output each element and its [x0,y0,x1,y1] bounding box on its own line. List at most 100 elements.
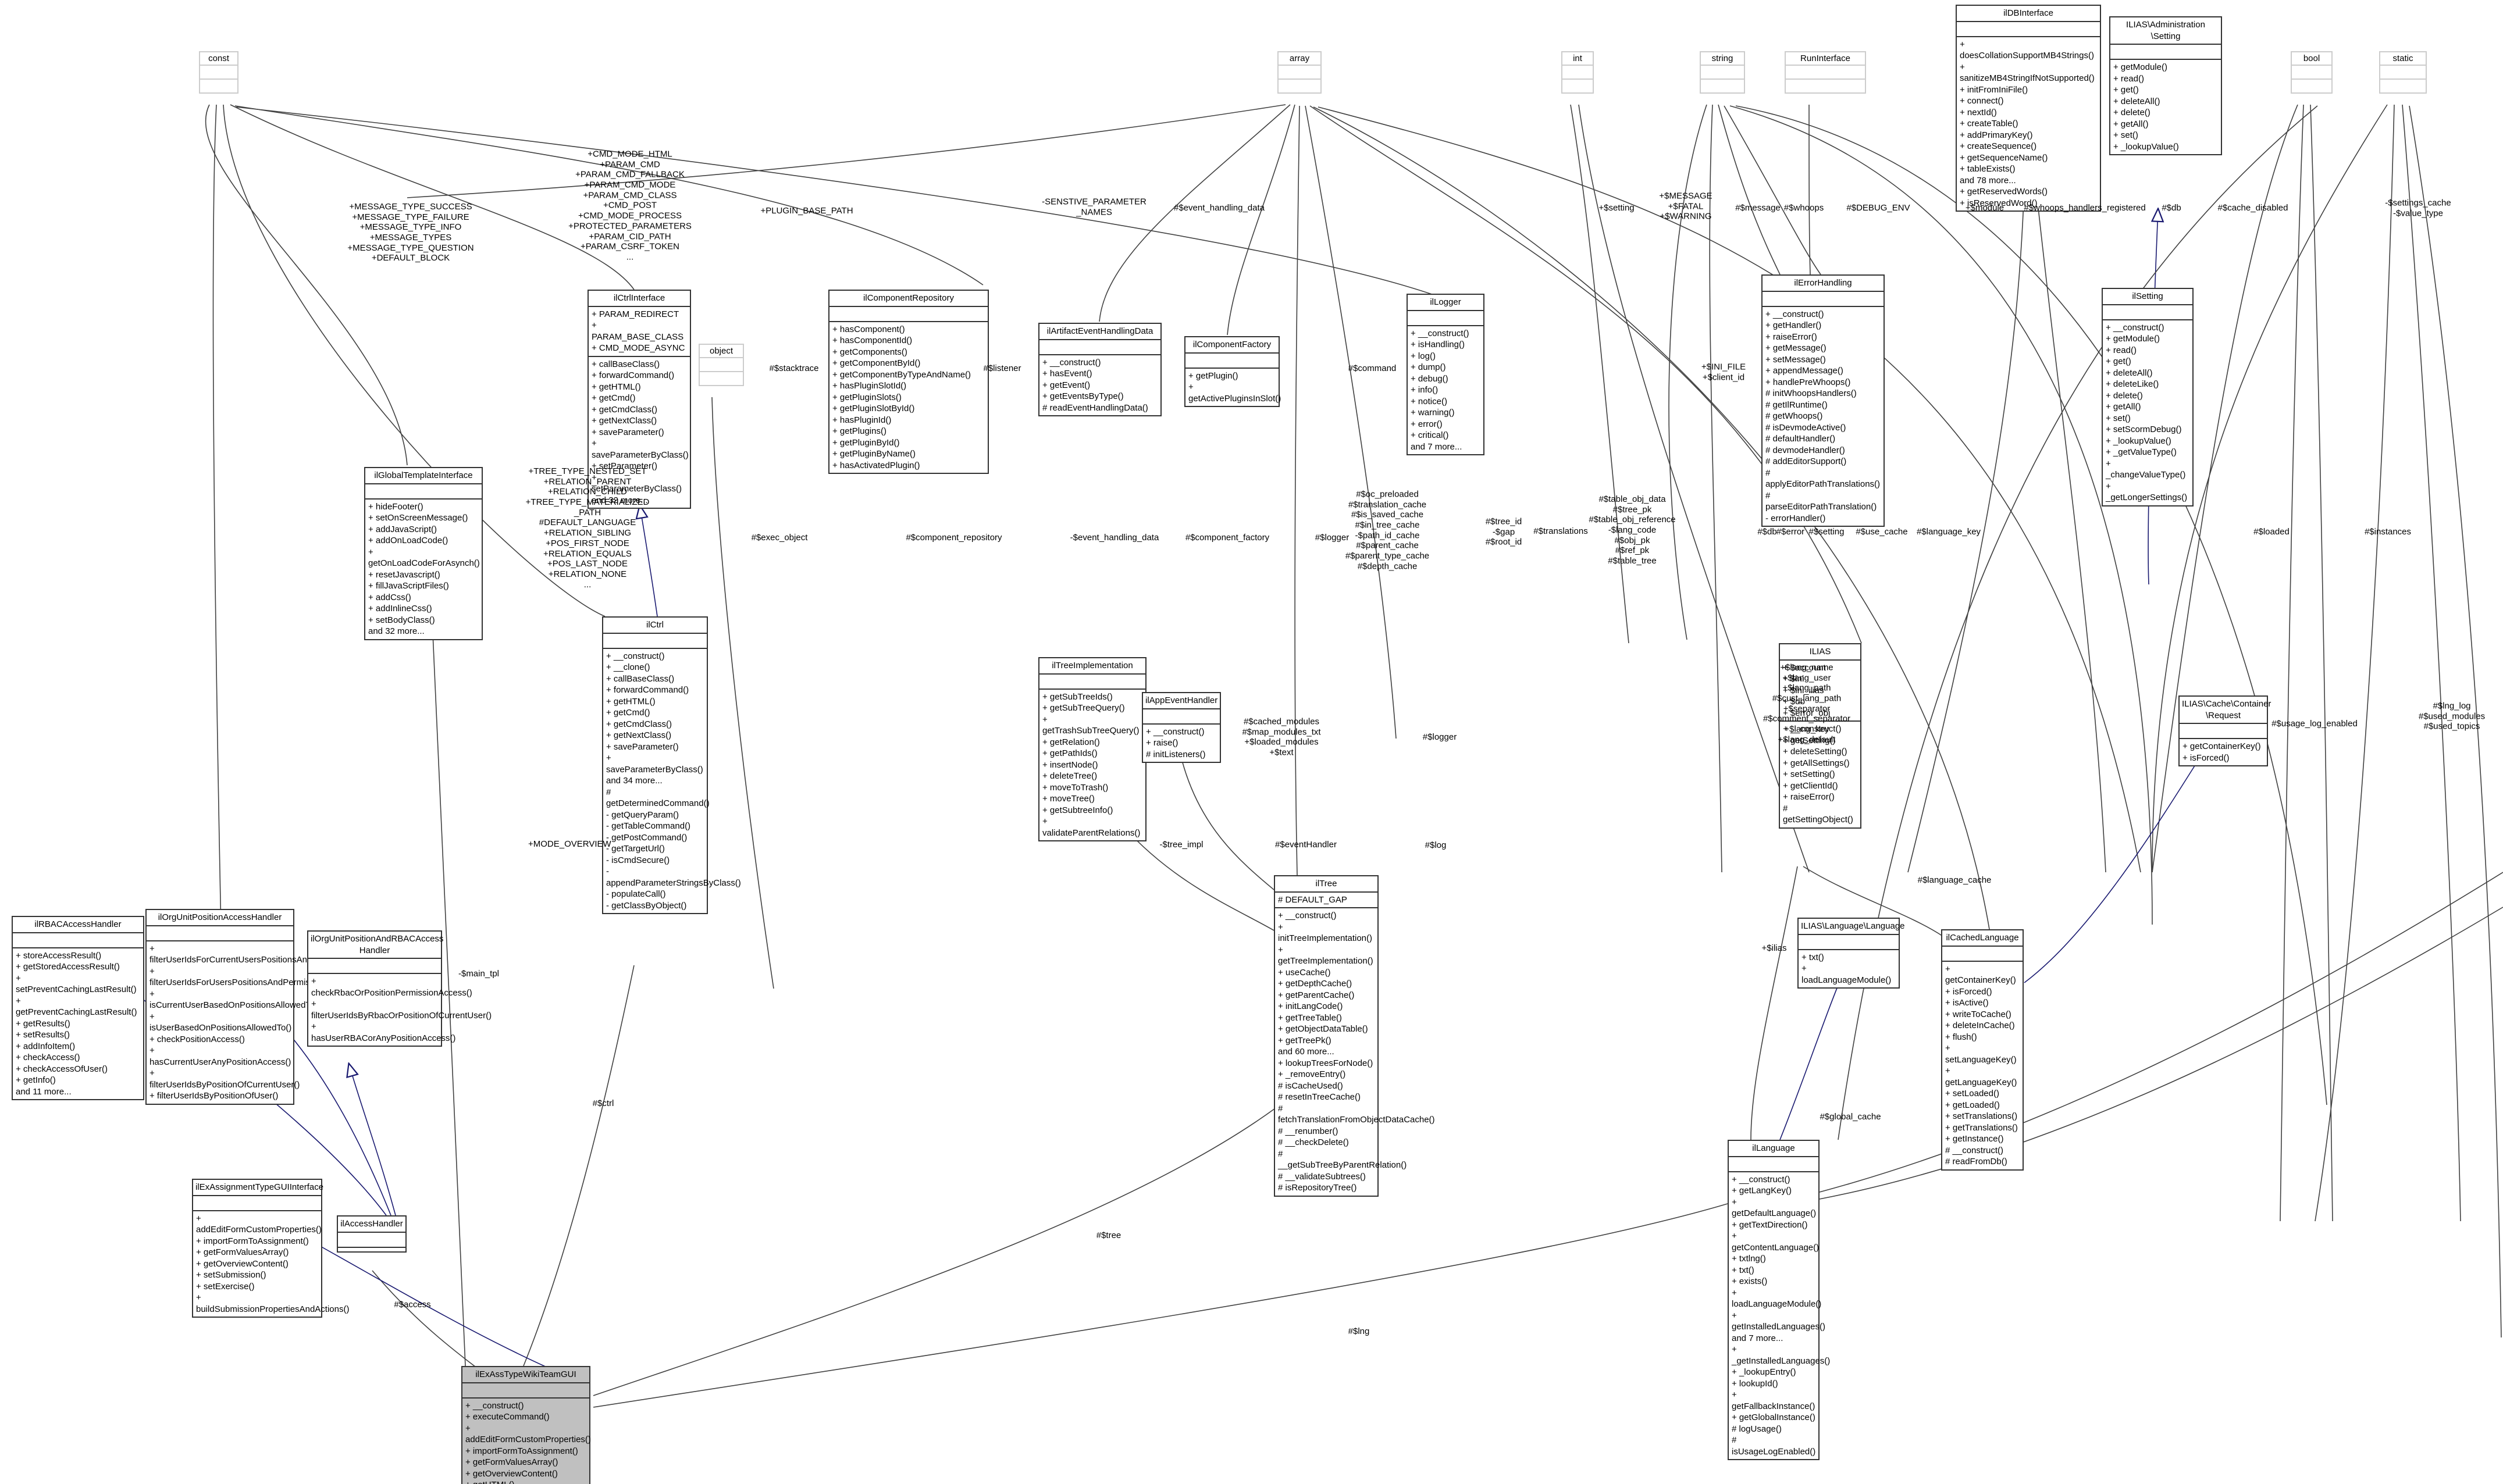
class-operation: # getDeterminedCommand() [606,787,710,809]
class-operation: + lookupId() [1732,1378,1778,1389]
class-node-ilias_language_language[interactable]: ILIAS\Language\Language+ txt()+ loadLang… [1797,918,1905,989]
class-node-attributes [1957,22,2100,37]
type-node-attrs [1701,66,1744,80]
class-node-illanguage[interactable]: ilLanguage+ __construct()+ getLangKey()+… [1728,1140,1830,1460]
class-operation: + getModule() [2113,62,2167,72]
class-node-ilexassignmenttypeguiinterface[interactable]: ilExAssignmentTypeGUIInterface+ addEditF… [192,1179,349,1318]
class-operation: + appendMessage() [1765,366,1843,376]
type-node-string[interactable]: string [1700,51,1745,94]
type-node-const[interactable]: const [199,51,238,94]
type-node-array[interactable]: array [1277,51,1322,94]
class-operation: + getInfo() [16,1075,56,1085]
class-operation: + connect() [1960,96,2004,106]
class-operation: + getReservedWords() [1960,187,2048,197]
class-operation: + info() [1411,385,1439,395]
class-operation: + validateParentRelations() [1042,816,1141,838]
class-operation: # getIlRuntime() [1765,399,1828,410]
class-node-ilsetting[interactable]: ilSetting+ __construct()+ getModule()+ r… [2102,288,2194,506]
class-node-title: ilArtifactEventHandlingData [1039,324,1160,340]
class-node-ildbinterface[interactable]: ilDBInterface+ doesCollationSupportMB4St… [1956,5,2101,212]
class-node-ilias_cache_containerrequest[interactable]: ILIAS\Cache\Container \Request + getConta… [2178,695,2271,766]
class-operation: + checkAccess() [16,1053,80,1062]
class-node-ilias_administration_setting[interactable]: ILIAS\Administration \Setting+ getModule… [2109,16,2222,155]
class-node-ilerrorhandling[interactable]: ilErrorHandling+ __construct()+ getHandl… [1761,274,1885,527]
class-node-title: ilOrgUnitPositionAndRBACAccess Handler [308,932,443,959]
class-operation: # __checkDelete() [1278,1137,1349,1147]
class-node-attributes [2110,45,2221,60]
class-operation: + read() [2106,345,2137,355]
class-operation: + getAllSettings() [1783,758,1850,768]
type-node-bool[interactable]: bool [2291,51,2333,94]
edge-label-container-request: #$usage_log_enabled [2271,719,2358,729]
type-node-title: bool [2292,52,2331,66]
class-operation: + getResults() [16,1018,70,1029]
class-operation: + getTreeTable() [1278,1012,1342,1023]
class-node-ilartifacteventhandlingdata[interactable]: ilArtifactEventHandlingData+ __construct… [1038,323,1162,416]
class-operation: + isForced() [2182,752,2230,763]
class-operation: - populateCall() [606,889,666,899]
class-operation: # readFromDb() [1945,1157,2007,1166]
class-operation: + getComponents() [832,347,907,357]
class-node-ilcomponentfactory[interactable]: ilComponentFactory+ getPlugin()+ getActi… [1184,336,1281,407]
class-operation: + getContainerKey() [2182,741,2261,751]
class-node-ilappeventhandler[interactable]: ilAppEventHandler+ __construct()+ raise(… [1142,692,1221,763]
class-node-ilorgunitpositionaccesshandler[interactable]: ilOrgUnitPositionAccessHandler+ filterUs… [145,909,361,1105]
class-node-iltree[interactable]: ilTree# DEFAULT_GAP+ __construct()+ init… [1274,875,1435,1197]
class-node-operations: + getSubTreeIds()+ getSubTreeQuery()+ ge… [1039,690,1145,841]
class-node-title: ilDBInterface [1957,6,2100,22]
class-operation: # defaultHandler() [1765,434,1836,444]
class-operation: + getComponentByTypeAndName() [832,369,971,380]
class-node-title: ilExAssignmentTypeGUIInterface [193,1180,323,1196]
edge-label-tree-label: #$tree [1096,1230,1121,1241]
type-node-ops [700,372,743,385]
class-node-title: ilAppEventHandler [1143,693,1220,709]
class-operation: + _changeValueType() [2106,458,2186,480]
class-node-ilcomponentrepository[interactable]: ilComponentRepository+ hasComponent()+ h… [828,290,989,474]
class-operation: + addInlineCss() [368,604,432,613]
class-operation: + deleteInCache() [1945,1021,2015,1030]
class-node-operations: + __construct()+ __clone()+ callBaseClas… [603,649,741,914]
edge-label-mode-overview: +MODE_OVERVIEW [528,839,611,850]
class-operation: + getCmdClass() [592,404,657,415]
class-node-title: ilTree [1275,876,1377,893]
class-operation: # parseEditorPathTranslation() [1765,490,1877,512]
class-operation: + resetJavascript() [368,569,440,580]
class-operation: + debug() [1411,373,1448,384]
edge-label-logger-tree: #$logger [1422,732,1457,743]
type-node-ops [200,80,237,92]
class-node-title: ilAccessHandler [338,1217,405,1233]
class-operation: + getDefaultLanguage() [1732,1197,1817,1219]
class-node-ilrbacaccesshandler[interactable]: ilRBACAccessHandler+ storeAccessResult()… [12,916,144,1100]
class-node-iltreeimplementation[interactable]: ilTreeImplementation+ getSubTreeIds()+ g… [1038,657,1147,841]
class-node-ilglobaltemplateinterface[interactable]: ilGlobalTemplateInterface+ hideFooter()+… [364,467,483,640]
type-node-static[interactable]: static [2379,51,2427,94]
class-operation: + setExercise() [196,1281,255,1292]
type-node-object[interactable]: object [699,344,744,386]
class-node-ilaccesshandler[interactable]: ilAccessHandler [337,1215,407,1253]
class-node-operations: + getPlugin()+ getActivePluginsInSlot() [1185,369,1281,406]
class-operation: # __getSubTreeByParentRelation() [1278,1148,1407,1171]
class-operation: + addInfoItem() [16,1041,76,1051]
class-node-ilorgunitpositionandrbacaccesshandler[interactable]: ilOrgUnitPositionAndRBACAccess Handler+ … [307,930,492,1047]
class-node-operations: + __construct()+ getModule()+ read()+ ge… [2103,320,2192,505]
class-operation: # devmodeHandler() [1765,445,1845,455]
class-operation: # fetchTranslationFromObjectDataCache() [1278,1103,1435,1125]
class-operation: + getRelation() [1042,737,1100,747]
edge-label-message-hash: #$message [1735,203,1781,213]
class-operation: # isDevmodeActive() [1765,422,1846,433]
class-operation: + filterUserIdsForCurrentUsersPositionsA… [149,943,361,965]
class-node-ilcachedlanguage[interactable]: ilCachedLanguage+ getContainerKey()+ isF… [1941,929,2024,1171]
class-operation: + error() [1411,419,1443,429]
class-operation: + getFallbackInstance() [1732,1390,1815,1411]
class-node-illogger[interactable]: ilLogger+ __construct()+ isHandling()+ l… [1407,294,1484,455]
type-node-int[interactable]: int [1561,51,1594,94]
class-operation: + getSubTreeIds() [1042,691,1113,702]
class-node-title: ILIAS\Cache\Container \Request [2180,697,2271,724]
class-operation: + createSequence() [1960,141,2037,151]
class-node-ilctrl[interactable]: ilCtrl+ __construct()+ __clone()+ callBa… [602,616,741,914]
class-operation: + getPlugins() [832,426,886,436]
class-node-ilexasstypewikiteamgui[interactable]: ilExAssTypeWikiTeamGUI+ __construct()+ e… [461,1366,591,1484]
type-node-runinterface[interactable]: RunInterface [1785,51,1866,94]
class-operation: + setParameter() [592,461,657,471]
class-operation: + __construct() [1765,309,1824,319]
